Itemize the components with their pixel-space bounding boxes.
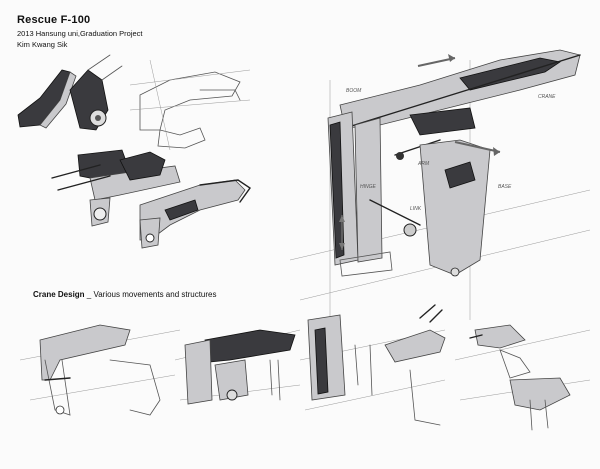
component-render-a [17, 54, 123, 131]
bottom-sketch-2 [174, 329, 301, 405]
project-subtitle: 2013 Hansung uni,Graduation Project [17, 29, 143, 38]
svg-text:ARM: ARM [417, 161, 430, 167]
main-crane-sketch: BOOM CRANE ARM HINGE BASE LINK [289, 49, 591, 320]
section-heading-rest: _ Various movements and structures [84, 290, 217, 299]
section-heading-bold: Crane Design [33, 290, 85, 299]
svg-text:LINK: LINK [410, 206, 422, 212]
author-name: Kim Kwang Sik [17, 40, 68, 49]
bottom-sketch-4 [454, 324, 591, 431]
project-title: Rescue F-100 [17, 14, 91, 26]
component-render-d [139, 179, 251, 249]
component-render-c [51, 149, 181, 227]
section-heading: Crane Design _ Various movements and str… [33, 290, 217, 299]
svg-text:BASE: BASE [498, 184, 512, 190]
component-sketch-b [129, 59, 251, 151]
bottom-sketch-1 [19, 324, 181, 416]
svg-text:HINGE: HINGE [360, 184, 377, 190]
bottom-sketch-3 [299, 304, 446, 426]
svg-text:CRANE: CRANE [538, 94, 556, 100]
svg-text:BOOM: BOOM [346, 88, 362, 94]
